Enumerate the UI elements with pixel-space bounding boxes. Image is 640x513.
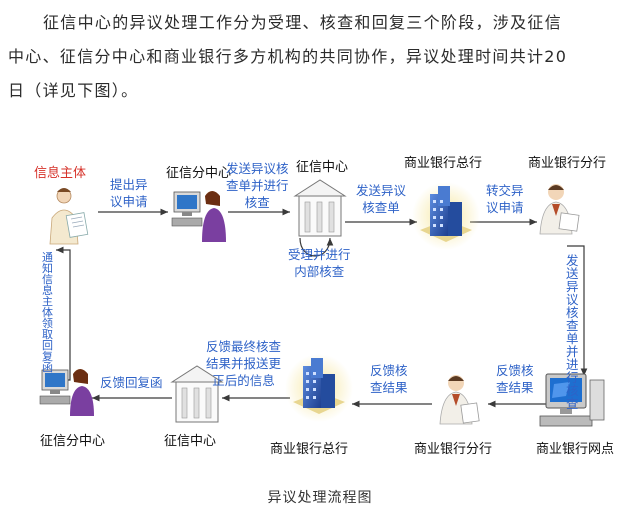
edge-label-accept-internal-check: 受理并进行 内部核查 xyxy=(288,247,351,279)
intro-paragraph: 征信中心的异议处理工作分为受理、核查和回复三个阶段，涉及征信 中心、征信分中心和… xyxy=(0,6,640,116)
node-label-bank-hq-bottom: 商业银行总行 xyxy=(270,442,349,457)
node-label-credit-center-top: 征信中心 xyxy=(296,160,349,175)
edge-label-feedback-final-result: 反馈最终核查 结果并报送更 正后的信息 xyxy=(206,339,282,388)
node-label-info-subject: 信息主体 xyxy=(34,166,87,181)
node-label-bank-branch-bottom: 商业银行分行 xyxy=(414,442,493,457)
intro-line-1: 征信中心的异议处理工作分为受理、核查和回复三个阶段，涉及征信 xyxy=(43,13,563,32)
intro-line-3: 日（详见下图）。 xyxy=(8,81,139,100)
woman-at-computer-icon-bottom xyxy=(39,369,94,416)
node-label-credit-sub-center-top: 征信分中心 xyxy=(166,166,232,181)
edge-label-send-check-to-outlet: 发 送 异 议 核 查 单 并 进 行 核 查 xyxy=(566,253,579,411)
edge-label-feedback-result-branch: 反馈核 查结果 xyxy=(370,363,408,395)
edge-label-send-objection-check: 发送异议 核查单 xyxy=(356,183,407,215)
node-label-bank-hq-top: 商业银行总行 xyxy=(404,156,483,171)
flow-arrows xyxy=(52,208,588,408)
diagram-caption: 异议处理流程图 xyxy=(267,490,373,506)
node-label-bank-outlet: 商业银行网点 xyxy=(536,442,615,457)
node-label-credit-center-bottom: 征信中心 xyxy=(164,434,217,449)
bank-headquarters-building-icon-bottom xyxy=(285,354,353,422)
bank-outlet-computer-icon xyxy=(539,373,605,427)
edge-label-feedback-result-outlet: 反馈核 查结果 xyxy=(496,363,534,395)
credit-center-building-icon-bottom xyxy=(170,365,224,423)
arrow-subcenter-to-subject xyxy=(52,246,71,381)
edge-label-feedback-reply: 反馈回复函 xyxy=(100,375,163,390)
arrow-internal-check-loop xyxy=(299,237,334,257)
man-reading-documents-icon xyxy=(539,184,580,235)
node-label-credit-sub-center-bottom: 征信分中心 xyxy=(40,434,106,449)
node-label-bank-branch-top: 商业银行分行 xyxy=(528,156,607,171)
intro-line-2: 中心、征信分中心和商业银行多方机构的共同协作，异议处理时间共计20 xyxy=(8,47,568,66)
edge-label-notify-subject: 通 知 信 息 主 体 领 取 回 复 函 xyxy=(42,251,53,374)
man-at-desk-icon xyxy=(439,375,480,425)
arrow-branch-to-outlet xyxy=(567,245,588,376)
edge-label-forward-objection: 转交异 议申请 xyxy=(486,183,524,215)
edge-label-submit-objection: 提出异 议申请 xyxy=(110,177,148,209)
woman-at-computer-icon xyxy=(171,191,226,242)
bank-headquarters-building-icon xyxy=(412,182,480,250)
edge-label-send-check-list: 发送异议核 查单并进行 核查 xyxy=(226,161,289,210)
person-with-documents-icon xyxy=(49,188,89,245)
credit-center-building-icon xyxy=(293,179,347,237)
